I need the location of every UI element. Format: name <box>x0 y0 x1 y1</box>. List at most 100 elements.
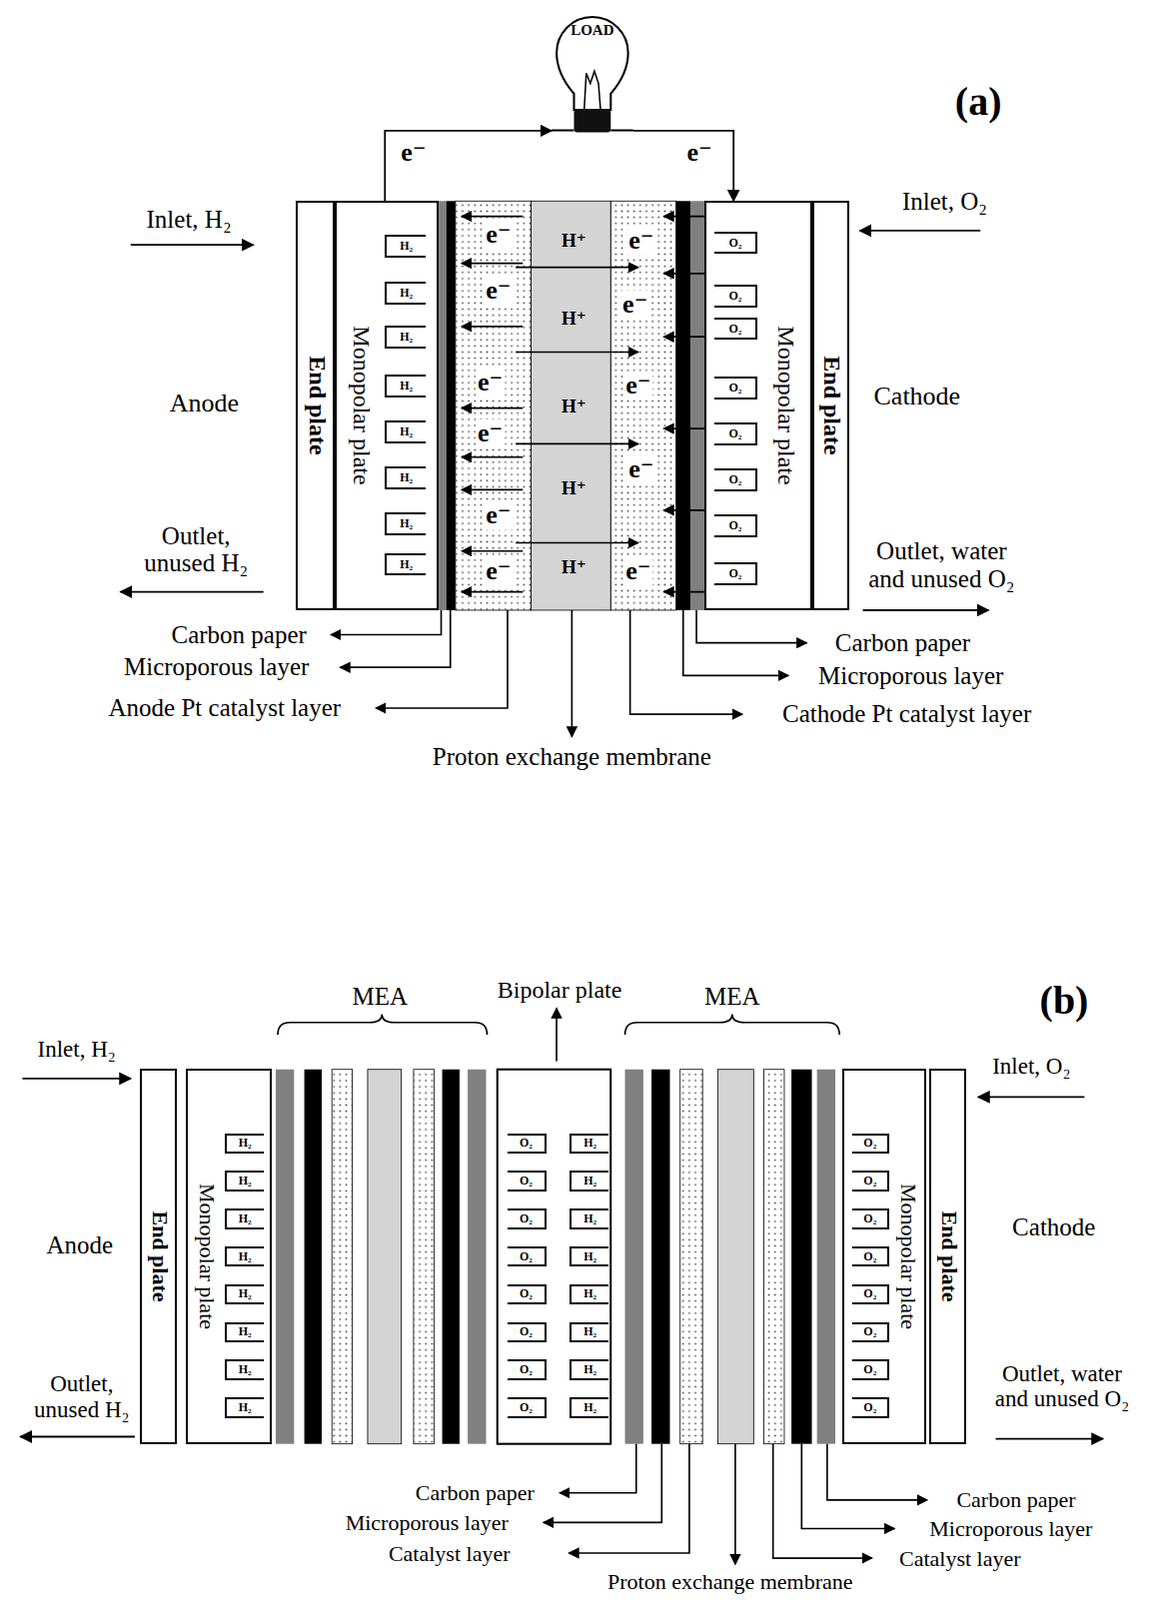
channel-label: H₂ <box>583 1287 597 1301</box>
channel-label: O₂ <box>519 1287 533 1301</box>
gas-flow-arrow <box>21 1078 130 1081</box>
channel-label: H₂ <box>583 1401 597 1415</box>
proton-label: H⁺ <box>561 477 587 499</box>
carbon-paper <box>690 200 705 611</box>
flow-channel: H₂ <box>384 466 426 489</box>
channel-label: O₂ <box>519 1212 533 1226</box>
monopolar-plate: O₂O₂O₂O₂O₂O₂O₂O₂Monopolar plate <box>704 200 812 611</box>
leader-line <box>696 610 807 644</box>
gas-flow-arrow <box>996 1438 1104 1441</box>
current-label: e⁻ <box>400 138 426 168</box>
carbon-paper <box>467 1070 486 1445</box>
flow-channel: O₂ <box>852 1284 890 1305</box>
mea-brace <box>277 1015 488 1036</box>
channel-label: O₂ <box>519 1363 533 1377</box>
flow-arrow <box>663 215 705 218</box>
microporous-layer <box>442 1070 460 1445</box>
flow-channel: H₂ <box>224 1134 264 1155</box>
channel-label: O₂ <box>519 1250 533 1264</box>
end-plate: End plate <box>295 200 335 611</box>
channel-label: H₂ <box>238 1363 252 1377</box>
flow-channel: O₂ <box>507 1134 547 1155</box>
catalyst-layer <box>680 1070 703 1445</box>
channel-label: O₂ <box>863 1363 877 1377</box>
panel-letter: (a) <box>955 79 1003 124</box>
electron-label: e⁻ <box>626 226 656 256</box>
channel-label: O₂ <box>863 1401 877 1415</box>
bulb-filament <box>584 71 601 111</box>
microporous-layer <box>304 1070 322 1445</box>
leader-line <box>555 1008 558 1062</box>
channel-label: O₂ <box>863 1212 877 1226</box>
channel-label: O₂ <box>519 1401 533 1415</box>
channel-label: H₂ <box>399 558 413 572</box>
flow-channel: O₂ <box>507 1359 547 1380</box>
flow-channel: H₂ <box>384 234 426 257</box>
flow-channel: O₂ <box>507 1397 547 1418</box>
flow-channel: O₂ <box>852 1246 890 1267</box>
flow-channel: H₂ <box>384 325 426 348</box>
microporous-layer <box>446 200 456 611</box>
catalyst-layer <box>610 200 676 611</box>
part-label: Carbon paper <box>956 1488 1076 1513</box>
flow-arrow <box>461 216 705 593</box>
electron-label: e⁻ <box>623 557 653 587</box>
electron-label: e⁻ <box>475 368 505 398</box>
flow-arrow <box>663 427 705 430</box>
channel-label: H₂ <box>583 1212 597 1226</box>
carbon-paper <box>817 1070 836 1445</box>
flow-channel: O₂ <box>507 1208 547 1229</box>
panel-letter: (b) <box>1040 979 1090 1024</box>
plate-label: End plate <box>147 1211 172 1303</box>
electron-label: e⁻ <box>626 455 656 485</box>
channel-label: O₂ <box>863 1250 877 1264</box>
proton-exchange-membrane <box>367 200 754 1444</box>
channel-label: O₂ <box>863 1325 877 1339</box>
proton-label: H⁺ <box>561 307 587 329</box>
plate-label: Monopolar plate <box>348 326 375 486</box>
leader-line <box>568 1444 690 1554</box>
channel-label: H₂ <box>583 1363 597 1377</box>
channel-label: O₂ <box>728 473 742 487</box>
end-plate: End plate <box>929 1069 967 1445</box>
channel-label: H₂ <box>399 286 413 300</box>
flow-channel: O₂ <box>714 514 758 537</box>
channel-label: H₂ <box>399 425 413 439</box>
part-label: Bipolar plate <box>497 977 623 1004</box>
flow-channel: H₂ <box>224 1397 264 1418</box>
leader-line <box>330 610 441 636</box>
channel-label: O₂ <box>519 1137 533 1151</box>
part-label: Proton exchange membrane <box>432 744 712 773</box>
electron-label: e⁻ <box>623 371 653 401</box>
gas-flow-arrow <box>19 230 1103 1440</box>
electron-label: e⁻ <box>620 289 650 319</box>
flow-arrow <box>461 456 523 459</box>
leader-line <box>339 610 450 668</box>
part-label: Anode <box>169 388 239 418</box>
carbon-paper <box>275 200 836 1444</box>
leader-line <box>559 1444 637 1494</box>
plate-label: Monopolar plate <box>194 1183 219 1330</box>
part-label: Inlet, H₂ <box>146 205 232 234</box>
current-label: e⁻ <box>686 138 712 168</box>
flow-channel: O₂ <box>714 422 758 445</box>
channel-label: H₂ <box>238 1137 252 1151</box>
flow-channel: H₂ <box>224 1246 264 1267</box>
catalyst-layer <box>764 1070 785 1445</box>
flow-channel: O₂ <box>852 1397 890 1418</box>
flow-channel: H₂ <box>569 1284 609 1305</box>
part-label: Microporous layer <box>818 662 1004 691</box>
flow-arrow <box>461 262 523 265</box>
leader-line <box>543 1444 663 1524</box>
flow-channel: H₂ <box>569 1246 609 1267</box>
flow-channel: O₂ <box>507 1170 547 1191</box>
end-plate: End plate <box>139 1069 177 1445</box>
part-label: Proton exchange membrane <box>607 1570 854 1595</box>
plate-label: Monopolar plate <box>773 326 800 486</box>
channel-label: O₂ <box>728 322 742 336</box>
part-label: Cathode <box>874 381 962 411</box>
flow-arrow <box>461 325 523 328</box>
part-label: MEA <box>704 983 761 1012</box>
flow-arrow <box>663 509 705 512</box>
channel-label: H₂ <box>399 239 413 253</box>
